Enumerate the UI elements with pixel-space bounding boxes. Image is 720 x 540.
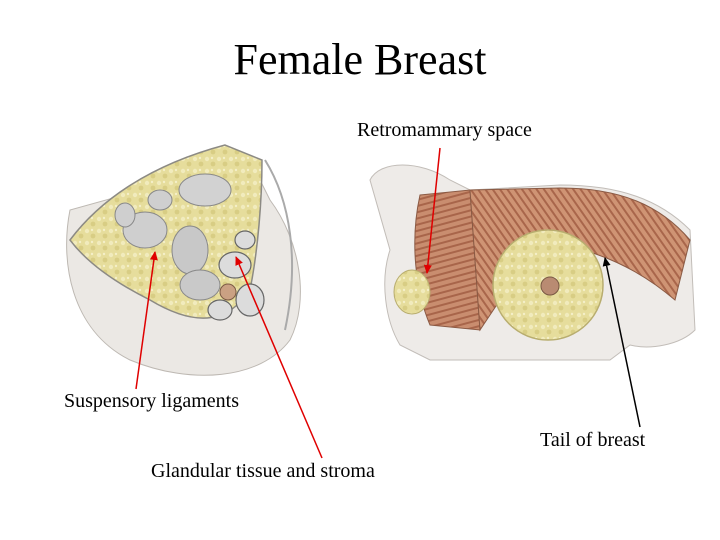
arrow-tail-of-breast bbox=[602, 257, 641, 428]
arrow-suspensory-ligaments bbox=[135, 251, 158, 390]
arrow-glandular-tissue bbox=[235, 256, 323, 459]
label-retromammary-space: Retromammary space bbox=[357, 119, 532, 141]
page-title: Female Breast bbox=[233, 35, 487, 84]
label-suspensory-ligaments: Suspensory ligaments bbox=[64, 390, 239, 412]
label-tail-of-breast: Tail of breast bbox=[540, 429, 646, 451]
label-glandular-tissue-stroma: Glandular tissue and stroma bbox=[151, 460, 375, 482]
torso-illustration bbox=[369, 164, 696, 361]
breast-section-illustration bbox=[66, 144, 301, 376]
arrow-retromammary-space bbox=[423, 147, 441, 274]
